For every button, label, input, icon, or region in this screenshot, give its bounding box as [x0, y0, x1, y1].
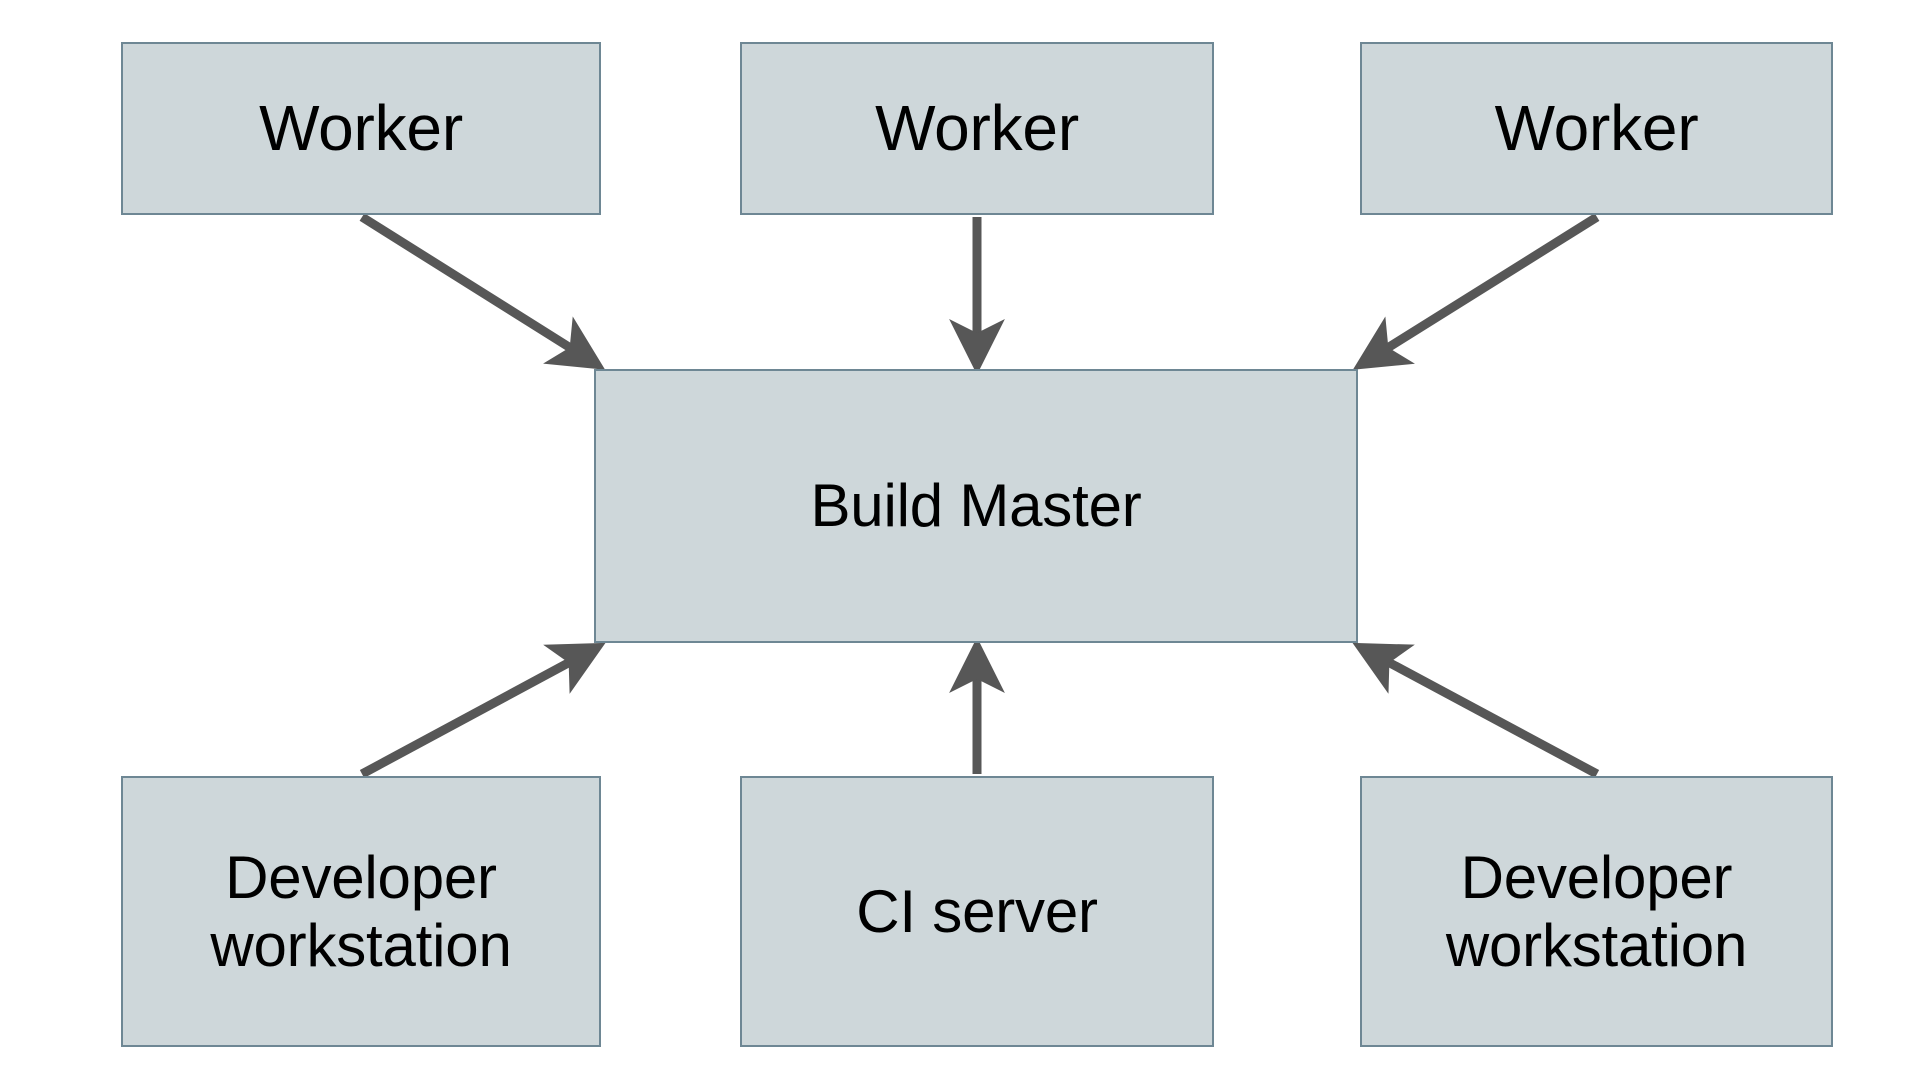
- node-developer-workstation-right-label: Developer workstation: [1445, 844, 1748, 979]
- node-worker-2[interactable]: Worker: [740, 42, 1214, 215]
- node-ci-server-label: CI server: [856, 877, 1098, 945]
- node-worker-1[interactable]: Worker: [121, 42, 601, 215]
- edge-developer-workstation-left-to-build-master: [359, 642, 606, 778]
- edge-worker-1-to-build-master: [359, 213, 606, 370]
- node-worker-3[interactable]: Worker: [1360, 42, 1833, 215]
- node-worker-2-label: Worker: [875, 91, 1079, 164]
- node-developer-workstation-left[interactable]: Developer workstation: [121, 776, 601, 1047]
- node-developer-workstation-left-label: Developer workstation: [210, 844, 512, 979]
- node-build-master-label: Build Master: [810, 472, 1142, 540]
- node-worker-3-label: Worker: [1494, 91, 1699, 164]
- node-build-master[interactable]: Build Master: [594, 369, 1358, 643]
- node-developer-workstation-right[interactable]: Developer workstation: [1360, 776, 1833, 1047]
- node-worker-1-label: Worker: [259, 91, 463, 164]
- edge-developer-workstation-right-to-build-master: [1352, 642, 1600, 778]
- edge-worker-3-to-build-master: [1352, 213, 1600, 370]
- node-ci-server[interactable]: CI server: [740, 776, 1214, 1047]
